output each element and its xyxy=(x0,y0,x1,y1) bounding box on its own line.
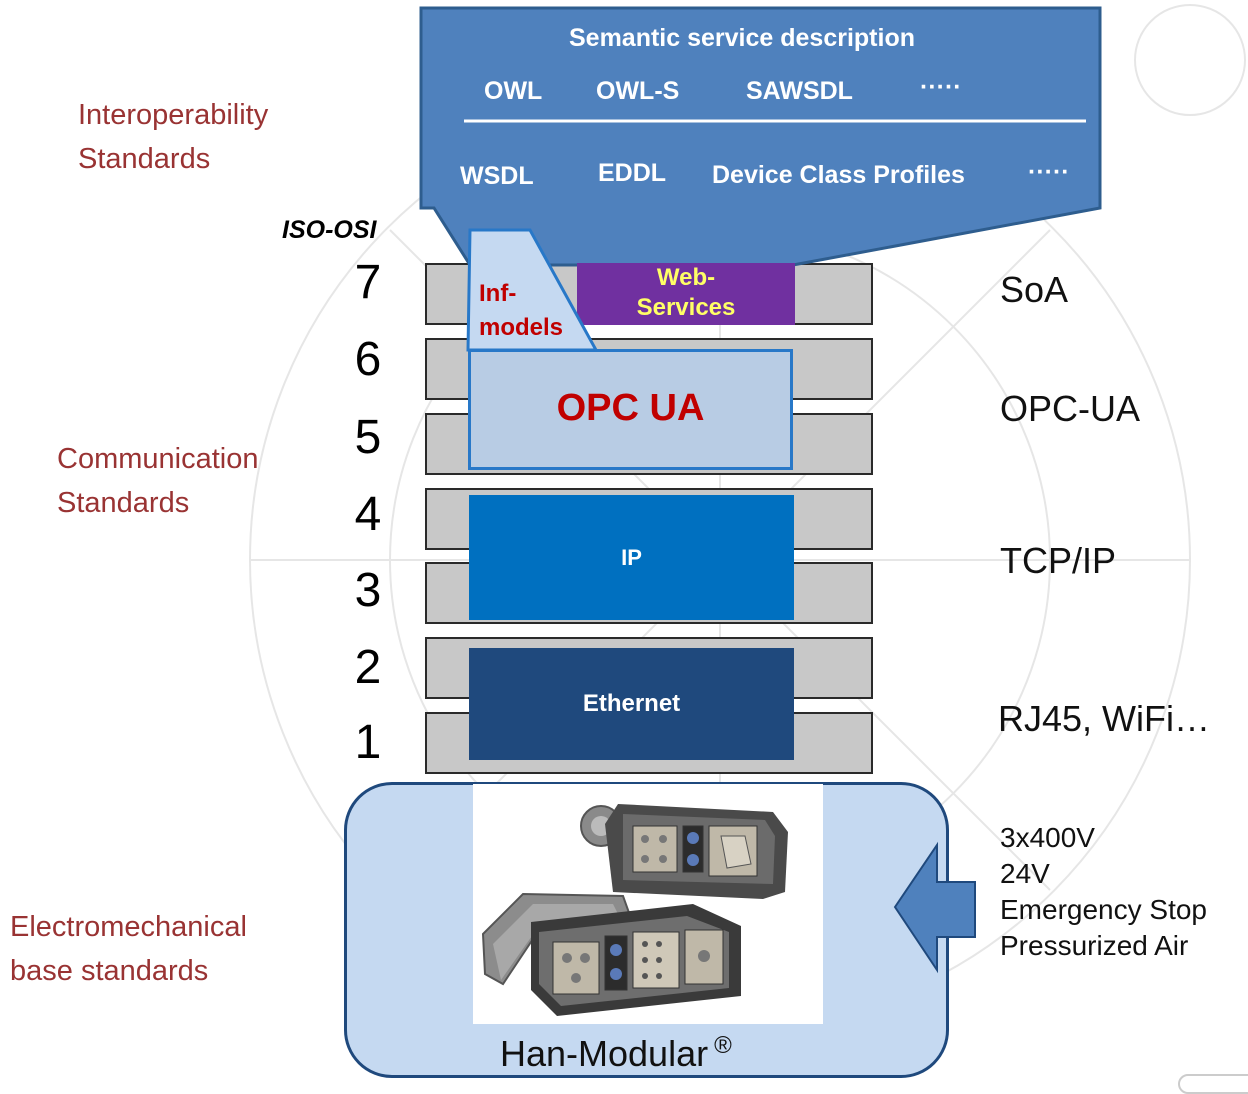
category-interoperability-line1: Interoperability xyxy=(78,99,269,131)
base-standard-24v: 24V xyxy=(1000,858,1050,889)
web-services-block: Web- Services xyxy=(577,263,795,325)
web-services-label-line2: Services xyxy=(636,294,736,321)
standard-soa: SoA xyxy=(1000,269,1069,310)
han-modular-label: Han-Modular® xyxy=(500,1024,732,1076)
callout-wsdl: WSDL xyxy=(460,162,534,190)
layer-number-4: 4 xyxy=(354,488,382,541)
layer-number-7: 7 xyxy=(354,256,382,309)
category-electromechanical-line1: Electromechanical xyxy=(10,911,247,943)
iso-osi-label: ISO-OSI xyxy=(282,216,377,244)
layer-number-6: 6 xyxy=(354,333,382,386)
base-standard-400v: 3x400V xyxy=(1000,822,1095,853)
web-services-label-line1: Web- xyxy=(656,264,716,291)
inf-models-label: Inf- models xyxy=(479,277,563,345)
category-electromechanical: Electromechanical base standards xyxy=(10,905,247,993)
category-interoperability-line2: Standards xyxy=(78,143,211,175)
standard-opc-ua: OPC-UA xyxy=(1000,388,1141,429)
callout-owl: OWL xyxy=(484,77,543,105)
layer-number-5: 5 xyxy=(354,411,382,464)
callout-ellipsis-1: ····· xyxy=(920,73,962,101)
callout-owl-s: OWL-S xyxy=(596,77,680,105)
standard-rj45-wifi: RJ45, WiFi… xyxy=(998,698,1211,739)
layer-number-3: 3 xyxy=(354,564,382,617)
category-communication-line1: Communication xyxy=(57,443,259,475)
category-electromechanical-line2: base standards xyxy=(10,955,209,987)
category-interoperability: Interoperability Standards xyxy=(78,93,268,181)
callout-title: Semantic service description xyxy=(569,24,915,52)
standard-tcp-ip: TCP/IP xyxy=(1000,540,1117,581)
layer-number-2: 2 xyxy=(354,641,382,694)
registered-mark: ® xyxy=(714,1032,732,1059)
base-standard-pressurized-air: Pressurized Air xyxy=(1000,930,1189,961)
ethernet-block: Ethernet xyxy=(469,648,794,760)
opc-ua-label: OPC UA xyxy=(556,387,705,429)
callout-sawsdl: SAWSDL xyxy=(746,77,853,105)
category-communication-line2: Standards xyxy=(57,487,190,519)
base-standard-list: 3x400V 24V Emergency Stop Pressurized Ai… xyxy=(1000,820,1207,964)
callout-eddl: EDDL xyxy=(598,159,667,187)
ip-label: IP xyxy=(621,545,642,570)
han-modular-text: Han-Modular xyxy=(500,1033,709,1074)
ethernet-label: Ethernet xyxy=(582,690,681,717)
opc-ua-block: OPC UA xyxy=(468,349,793,470)
base-standard-emergency-stop: Emergency Stop xyxy=(1000,894,1207,925)
callout-ellipsis-2: ····· xyxy=(1028,158,1070,186)
category-communication: Communication Standards xyxy=(57,437,258,525)
corner-scroll-handle xyxy=(1178,1074,1248,1094)
inf-models-line2: models xyxy=(479,314,564,341)
inf-models-line1: Inf- xyxy=(479,280,517,307)
callout-device-class-profiles: Device Class Profiles xyxy=(712,161,965,189)
ip-block: IP xyxy=(469,495,794,620)
han-connector-icon xyxy=(481,804,788,1016)
layer-number-1: 1 xyxy=(354,716,382,769)
connector-photo xyxy=(473,784,823,1024)
